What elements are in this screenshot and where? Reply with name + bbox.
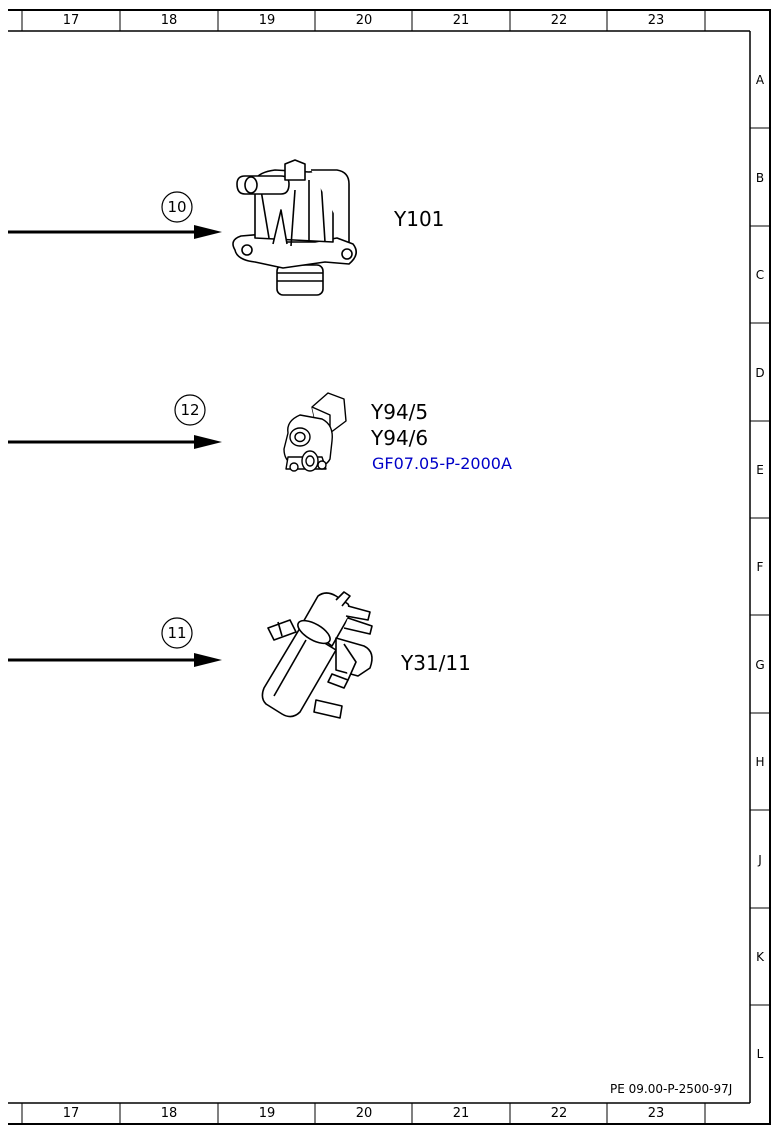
- row-label: A: [755, 73, 765, 87]
- column-label-bottom: 17: [62, 1106, 80, 1121]
- valve-y94-icon: [283, 392, 347, 472]
- callout-number: 12: [180, 401, 200, 419]
- column-label-bottom: 23: [647, 1106, 665, 1121]
- row-label: D: [755, 366, 765, 380]
- row-label: J: [758, 853, 762, 867]
- arrow-right-icon: [8, 435, 222, 449]
- column-label-top: 22: [550, 13, 568, 28]
- column-label-bottom: 22: [550, 1106, 568, 1121]
- valve-y31-11-icon: [261, 591, 373, 719]
- column-label-top: 18: [160, 13, 178, 28]
- column-label-bottom: 20: [355, 1106, 373, 1121]
- component-label-y101: Y101: [394, 207, 445, 231]
- row-label: B: [755, 171, 765, 185]
- column-label-bottom: 19: [258, 1106, 276, 1121]
- valve-y101-icon: [232, 159, 357, 296]
- document-number: PE 09.00-P-2500-97J: [610, 1082, 733, 1096]
- component-label-y94-5: Y94/5: [371, 400, 429, 424]
- row-label: L: [756, 1047, 764, 1061]
- row-label: C: [755, 268, 765, 282]
- row-label: E: [756, 463, 764, 477]
- column-label-top: 23: [647, 13, 665, 28]
- row-label: F: [756, 560, 764, 574]
- column-label-bottom: 18: [160, 1106, 178, 1121]
- component-label-y31-11: Y31/11: [401, 651, 471, 675]
- row-label: H: [755, 755, 765, 769]
- column-label-top: 20: [355, 13, 373, 28]
- column-label-bottom: 21: [452, 1106, 470, 1121]
- component-label-y94-6: Y94/6: [371, 426, 429, 450]
- column-label-top: 21: [452, 13, 470, 28]
- callout-number: 11: [167, 624, 187, 642]
- row-label: K: [756, 950, 764, 964]
- column-label-top: 17: [62, 13, 80, 28]
- column-label-top: 19: [258, 13, 276, 28]
- reference-link[interactable]: GF07.05-P-2000A: [372, 454, 512, 473]
- arrow-right-icon: [8, 653, 222, 667]
- callout-number: 10: [167, 198, 187, 216]
- row-label: G: [755, 658, 765, 672]
- arrow-right-icon: [8, 225, 222, 239]
